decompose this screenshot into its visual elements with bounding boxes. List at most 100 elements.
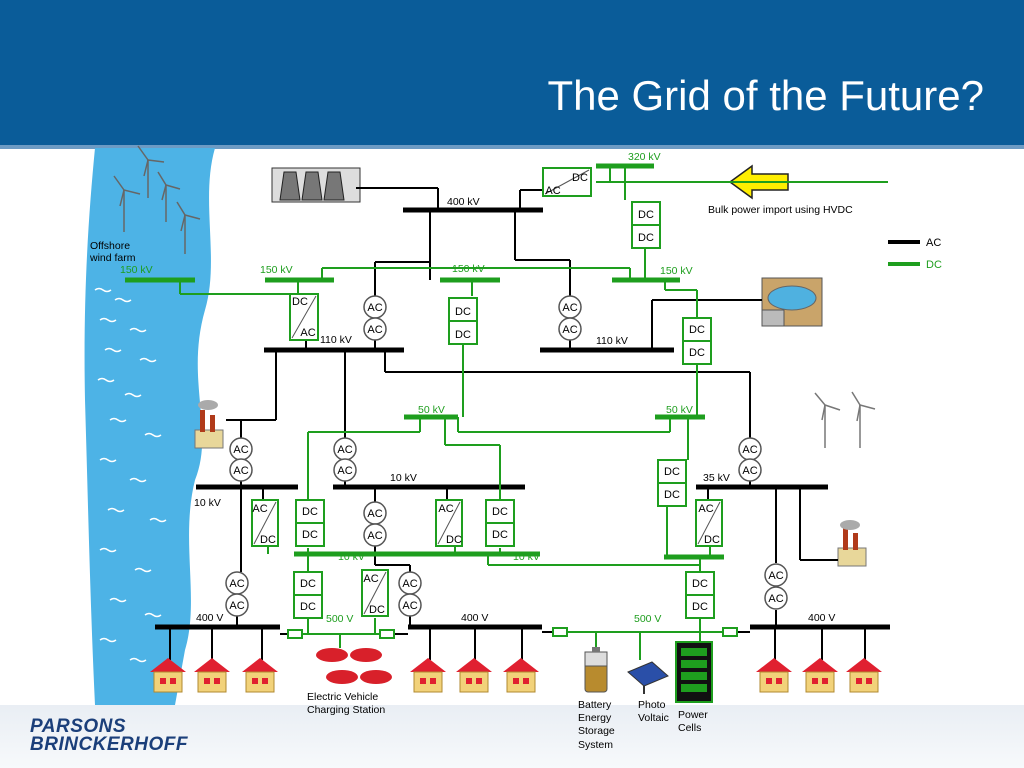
- battery-icon: [584, 647, 608, 693]
- header-rule: [0, 145, 1024, 149]
- conv-50r-dc1: DC: [664, 466, 680, 478]
- tr-8a: AC: [402, 578, 417, 590]
- factory-icon-right: [837, 520, 867, 567]
- solar-panel-icon: [627, 661, 669, 694]
- tr-1a: AC: [367, 302, 382, 314]
- legend: AC DC: [888, 237, 942, 271]
- tr-3b: AC: [233, 465, 248, 477]
- company-logo: PARSONS BRINCKERHOFF: [30, 717, 188, 754]
- label-110kv-right: 110 kV: [596, 335, 628, 347]
- converter-boxes: DC AC DC DC DC AC DC DC DC DC DC DC AC D…: [251, 167, 723, 619]
- conv-g-ac: AC: [363, 573, 378, 585]
- conv-d-dc1: DC: [492, 506, 508, 518]
- label-400kv-top: 400 kV: [447, 196, 480, 208]
- label-battery-4: System: [578, 739, 613, 751]
- label-battery-3: Storage: [578, 725, 615, 737]
- label-cells-2: Cells: [678, 722, 701, 734]
- label-400v-b: 400 V: [461, 612, 488, 624]
- tr-4b: AC: [337, 465, 352, 477]
- label-400v-a: 400 V: [196, 612, 223, 624]
- ac-lines: [155, 187, 890, 660]
- label-battery-2: Energy: [578, 712, 612, 724]
- label-500v-b: 500 V: [634, 613, 661, 625]
- conv-c-dc1: DC: [455, 306, 471, 318]
- conv-e-dc: DC: [704, 534, 720, 546]
- label-10kv-dc-left: 10 kV: [338, 551, 365, 563]
- label-10kv-left: 10 kV: [194, 497, 221, 509]
- tr-7b: AC: [229, 600, 244, 612]
- legend-ac: AC: [926, 237, 941, 249]
- conv-c-dc2: DC: [455, 329, 471, 341]
- tr-8b: AC: [402, 600, 417, 612]
- label-cells-1: Power: [678, 709, 708, 721]
- label-hvdc: Bulk power import using HVDC: [708, 204, 853, 216]
- conv-b-dc1: DC: [302, 506, 318, 518]
- conv-b-dc2: DC: [302, 529, 318, 541]
- label-ev-1: Electric Vehicle: [307, 691, 378, 703]
- label-pv-1: Photo: [638, 699, 666, 711]
- tr-6b: AC: [367, 530, 382, 542]
- label-offshore-1: Offshore: [90, 240, 130, 252]
- tr-4a: AC: [337, 444, 352, 456]
- slide-footer: [0, 705, 1024, 768]
- conv-f-dc1: DC: [300, 578, 316, 590]
- hydro-dam-icon: [761, 277, 823, 327]
- power-cells-icon: [675, 641, 713, 703]
- conv-l-ac: AC: [300, 327, 315, 339]
- transformers: [225, 295, 788, 617]
- conv-50r-dc2: DC: [664, 489, 680, 501]
- label-400v-c: 400 V: [808, 612, 835, 624]
- slide-header: [0, 0, 1024, 145]
- label-150kv-c: 150 kV: [452, 263, 485, 275]
- tr-2b: AC: [562, 324, 577, 336]
- conv-top-ac: AC: [545, 185, 560, 197]
- tr-5a: AC: [742, 444, 757, 456]
- conv-c2-dc: DC: [446, 534, 462, 546]
- sea-area: [84, 148, 215, 705]
- conv-d-dc2: DC: [492, 529, 508, 541]
- label-50kv-right: 50 kV: [666, 404, 693, 416]
- power-plant-icon: [271, 167, 361, 203]
- conv-g-dc: DC: [369, 604, 385, 616]
- tr-2a: AC: [562, 302, 577, 314]
- conv-e-ac: AC: [698, 503, 713, 515]
- tr-1b: AC: [367, 324, 382, 336]
- label-50kv-left: 50 kV: [418, 404, 445, 416]
- tr-7a: AC: [229, 578, 244, 590]
- conv-top-dc: DC: [572, 172, 588, 184]
- dc-lines: [125, 163, 888, 660]
- conv-a-dc: DC: [260, 534, 276, 546]
- breaker-boxes: [287, 627, 738, 639]
- label-35kv: 35 kV: [703, 472, 730, 484]
- conv-c2-ac: AC: [438, 503, 453, 515]
- house-icons: [150, 658, 882, 693]
- sea-waves: [94, 287, 167, 663]
- tr-3a: AC: [233, 444, 248, 456]
- conv-h-dc1: DC: [692, 578, 708, 590]
- label-150kv-b: 150 kV: [260, 264, 293, 276]
- conv-hvdc-dc1: DC: [638, 209, 654, 221]
- conv-l-dc: DC: [292, 296, 308, 308]
- legend-dc: DC: [926, 259, 942, 271]
- label-150kv-d: 150 kV: [660, 265, 693, 277]
- tr-9a: AC: [768, 570, 783, 582]
- conv-r-dc1: DC: [689, 324, 705, 336]
- factory-icon: [194, 400, 224, 449]
- label-110kv-left: 110 kV: [320, 334, 352, 346]
- label-ev-2: Charging Station: [307, 704, 385, 716]
- conv-r-dc2: DC: [689, 347, 705, 359]
- wind-turbine-icon: [113, 145, 201, 254]
- onshore-wind-icon: [814, 391, 876, 448]
- label-10kv-dc-right: 10 kV: [513, 551, 540, 563]
- label-10kv-mid: 10 kV: [390, 472, 417, 484]
- label-battery-1: Battery: [578, 699, 612, 711]
- label-150kv-a: 150 kV: [120, 264, 153, 276]
- tr-5b: AC: [742, 465, 757, 477]
- label-offshore-2: wind farm: [89, 252, 136, 264]
- conv-h-dc2: DC: [692, 601, 708, 613]
- label-500v-a: 500 V: [326, 613, 353, 625]
- tr-9b: AC: [768, 593, 783, 605]
- conv-hvdc-dc2: DC: [638, 232, 654, 244]
